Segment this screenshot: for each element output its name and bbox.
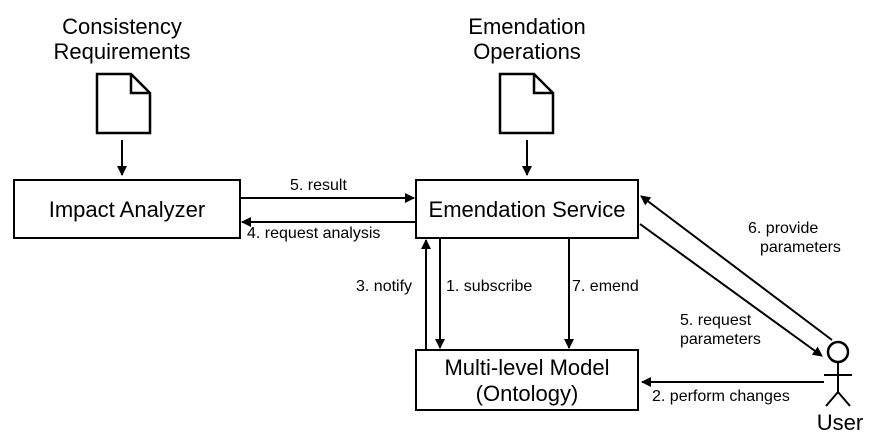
arrow-request-parameters [639,223,823,357]
multi-level-model-box [415,349,639,411]
user-label: User [817,410,863,435]
edge-label-subscribe: 1. subscribe [446,278,532,295]
multi-level-model-label-line2: (Ontology) [476,381,579,406]
emendation-service-box [415,179,639,239]
emendation-service-label: Emendation Service [429,197,626,222]
consistency-requirements-label-line2: Requirements [54,39,191,64]
impact-analyzer-label: Impact Analyzer [49,197,206,222]
impact-analyzer-box [13,179,241,239]
arrow-provide-parameters [640,195,833,341]
consistency-requirements-label-line1: Consistency [62,14,182,39]
edge-label-provide-parameters-line1: 6. provide [748,220,818,237]
edge-label-notify: 3. notify [356,278,412,295]
edge-label-request-parameters-line2: parameters [680,331,761,348]
edge-label-result: 5. result [290,177,347,194]
edge-label-request-parameters-line1: 5. request [680,312,752,329]
edge-label-provide-parameters-line2: parameters [760,239,841,256]
multi-level-model-label-line1: Multi-level Model [444,355,609,380]
emendation-operations-label-line2: Operations [473,39,581,64]
edge-label-emend: 7. emend [572,278,639,295]
emendation-operations-label-line1: Emendation [468,14,585,39]
user-actor-icon [824,340,852,407]
edge-label-perform-changes: 2. perform changes [652,388,790,405]
consistency-document-icon [95,72,152,135]
edge-label-request-analysis: 4. request analysis [247,225,380,242]
emendation-document-icon [498,72,555,135]
